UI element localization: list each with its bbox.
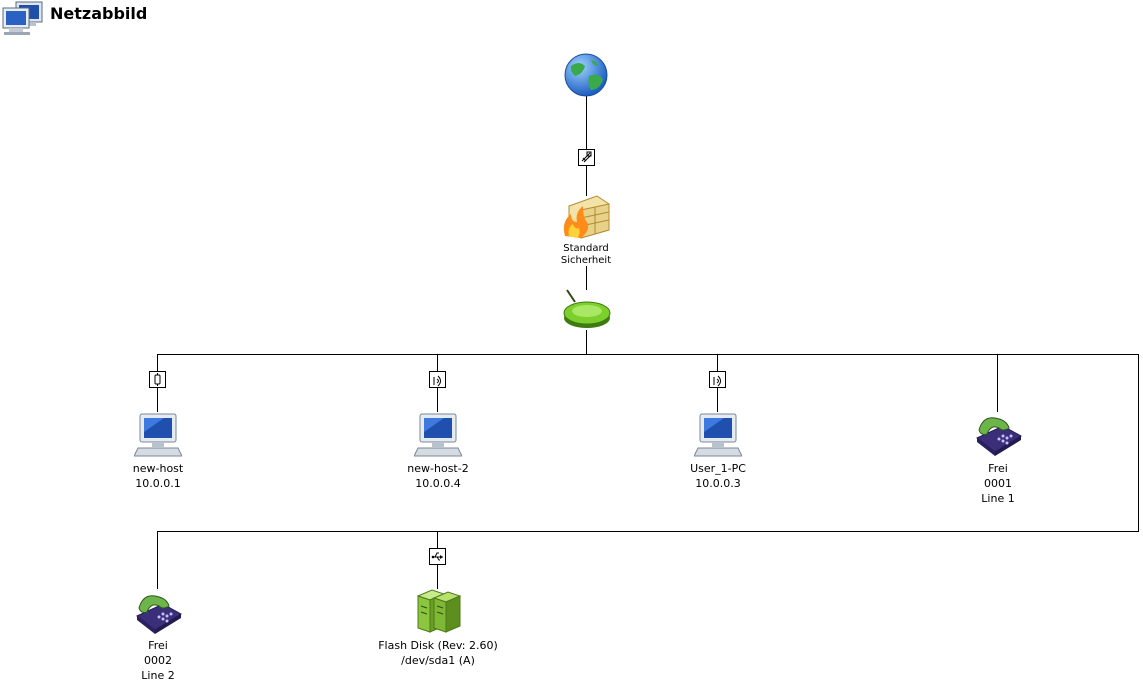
computer-node-2[interactable] xyxy=(414,412,462,458)
firewall-node[interactable] xyxy=(561,192,611,240)
dsl-port-icon[interactable] xyxy=(578,149,595,166)
phone-node-2[interactable] xyxy=(133,590,183,634)
wire-bus-right xyxy=(1138,354,1139,532)
lan-port-icon[interactable] xyxy=(149,371,166,388)
wire-drop-phone2 xyxy=(157,531,158,589)
wire-bus-bottom xyxy=(157,531,1139,532)
computer-icon xyxy=(694,412,742,458)
computer-icon xyxy=(414,412,462,458)
phone-label-2: Frei 0002 Line 2 xyxy=(141,639,175,681)
computer-label-2: new-host-2 10.0.0.4 xyxy=(407,462,469,490)
page-header: Netzabbild xyxy=(0,0,300,36)
computer-label-3: User_1-PC 10.0.0.3 xyxy=(690,462,746,490)
wire-router-bus xyxy=(586,330,587,355)
wlan-port-icon[interactable] xyxy=(429,371,446,388)
usb-storage-icon xyxy=(414,588,464,634)
computer-icon xyxy=(134,412,182,458)
storage-node[interactable] xyxy=(414,588,464,634)
network-computers-icon xyxy=(0,0,46,40)
computer-node-3[interactable] xyxy=(694,412,742,458)
firewall-icon xyxy=(561,192,611,240)
router-node[interactable] xyxy=(561,288,611,330)
wire-firewall-router xyxy=(586,266,587,290)
wlan-port-icon[interactable] xyxy=(709,371,726,388)
computer-label-1: new-host 10.0.0.1 xyxy=(132,462,184,490)
internet-node[interactable] xyxy=(563,52,609,98)
router-icon xyxy=(561,288,611,330)
wire-internet-firewall xyxy=(586,96,587,196)
telephone-icon xyxy=(973,412,1023,456)
usb-port-icon[interactable] xyxy=(429,548,446,565)
computer-node-1[interactable] xyxy=(134,412,182,458)
phone-node-1[interactable] xyxy=(973,412,1023,456)
wire-drop-phone1 xyxy=(997,354,998,412)
wire-bus-top xyxy=(157,354,1139,355)
phone-label-1: Frei 0001 Line 1 xyxy=(981,462,1015,505)
page-title: Netzabbild xyxy=(50,4,148,23)
firewall-label: Standard Sicherheit xyxy=(560,243,612,266)
globe-icon xyxy=(563,52,609,98)
storage-label: Flash Disk (Rev: 2.60) /dev/sda1 (A) xyxy=(378,639,498,667)
telephone-icon xyxy=(133,590,183,634)
